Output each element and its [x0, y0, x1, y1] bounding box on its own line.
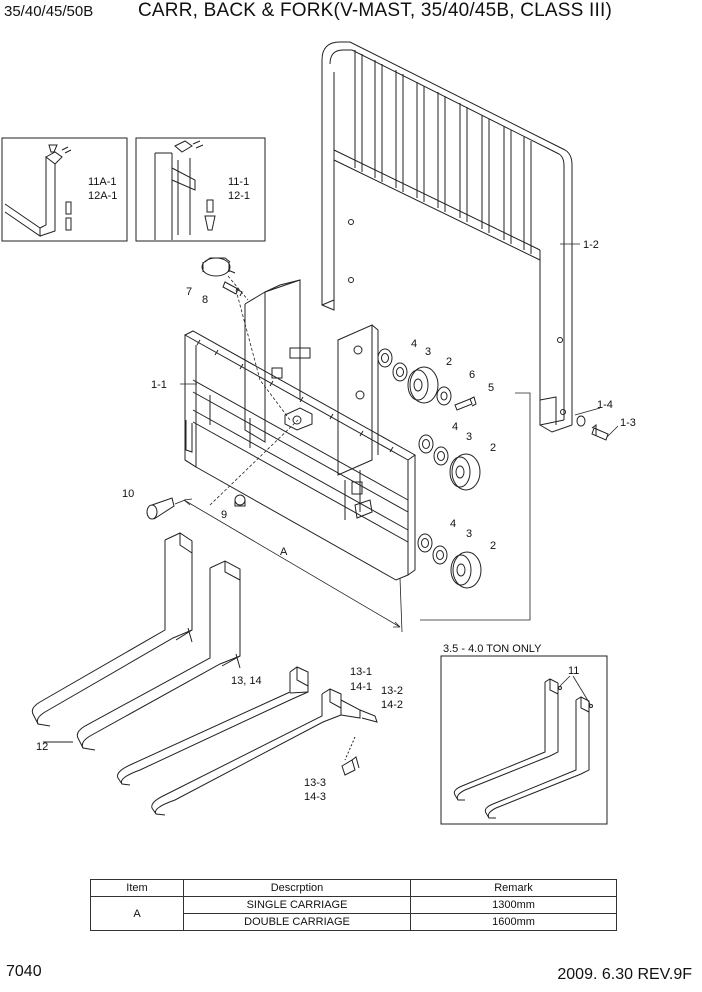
callout-13-1: 13-1	[350, 666, 372, 678]
dimension-a	[174, 498, 403, 633]
callout-11-inset: 11	[568, 665, 579, 677]
forks-12	[31, 532, 241, 751]
callout-13-2: 13-2	[381, 685, 403, 697]
description-cell: SINGLE CARRIAGE	[183, 896, 411, 914]
callout-3-middle: 3	[466, 431, 472, 443]
rollers-upper	[377, 348, 477, 411]
callout-6: 6	[469, 369, 475, 381]
carriage	[184, 279, 416, 581]
rollers-middle	[418, 434, 481, 491]
callout-13-3: 13-3	[304, 777, 326, 789]
model-code: 35/40/45/50B	[4, 3, 94, 20]
callout-2-middle: 2	[490, 442, 496, 454]
spec-table-header: Item Descrption Remark	[90, 879, 617, 897]
page-number: 7040	[6, 963, 42, 980]
header-description: Descrption	[183, 879, 411, 897]
callout-1-4: 1-4	[597, 399, 613, 411]
callout-11a-1: 11A-1	[88, 176, 117, 188]
callout-1-1: 1-1	[151, 379, 167, 391]
description-cell: DOUBLE CARRIAGE	[183, 913, 411, 931]
parts-diagram: 11A-1 12A-1 11-1 12-1 1-2 7 8 1-1 4 3 2 …	[1, 41, 636, 825]
nut-9	[234, 494, 246, 507]
callout-labels: 11A-1 12A-1 11-1 12-1 1-2 7 8 1-1 4 3 2 …	[36, 176, 636, 803]
item-cell: A	[90, 896, 184, 931]
callout-13-14: 13, 14	[231, 675, 262, 687]
load-backrest	[321, 41, 573, 433]
spec-table: Item Descrption Remark A SINGLE CARRIAGE…	[90, 879, 617, 931]
detail-box-middle	[135, 137, 266, 242]
callout-14-2: 14-2	[381, 699, 403, 711]
callout-11-1: 11-1	[228, 176, 249, 188]
table-row: DOUBLE CARRIAGE 1600mm	[91, 913, 617, 931]
washer-bolt-1-3	[576, 415, 609, 441]
callout-3-upper: 3	[425, 346, 431, 358]
callout-dimension-a: A	[280, 546, 288, 558]
bolt-10	[146, 497, 175, 520]
callout-3-lower: 3	[466, 528, 472, 540]
remark-cell: 1600mm	[410, 913, 617, 931]
callout-4-upper: 4	[411, 338, 417, 350]
inset-3-5-4-ton	[440, 655, 608, 825]
callout-7: 7	[186, 286, 192, 298]
header-remark: Remark	[410, 879, 617, 897]
callout-12a-1: 12A-1	[88, 190, 117, 202]
detail-box-left	[1, 137, 128, 242]
header-item: Item	[90, 879, 184, 897]
callout-2-upper: 2	[446, 356, 452, 368]
callout-10: 10	[122, 488, 134, 500]
callout-1-2: 1-2	[583, 239, 599, 251]
forks-13-14	[117, 666, 378, 816]
callout-1-3: 1-3	[620, 417, 636, 429]
rollers-lower	[417, 533, 482, 589]
inset-note: 3.5 - 4.0 TON ONLY	[443, 643, 542, 655]
callout-4-lower: 4	[450, 518, 456, 530]
callout-4-middle: 4	[452, 421, 458, 433]
callout-14-3: 14-3	[304, 791, 326, 803]
leader-lines	[180, 243, 619, 621]
revision-date: 2009. 6.30 REV.9F	[557, 966, 692, 983]
callout-12-1: 12-1	[228, 190, 250, 202]
remark-cell: 1300mm	[410, 896, 617, 914]
page-title: CARR, BACK & FORK(V-MAST, 35/40/45B, CLA…	[138, 0, 612, 21]
table-row: A SINGLE CARRIAGE 1300mm	[90, 896, 617, 931]
callout-8: 8	[202, 294, 208, 306]
callout-14-1: 14-1	[350, 681, 372, 693]
top-fork-lock	[201, 257, 243, 297]
callout-5: 5	[488, 382, 494, 394]
callout-12-forks: 12	[36, 741, 48, 753]
callout-2-lower: 2	[490, 540, 496, 552]
callout-9: 9	[221, 509, 227, 521]
